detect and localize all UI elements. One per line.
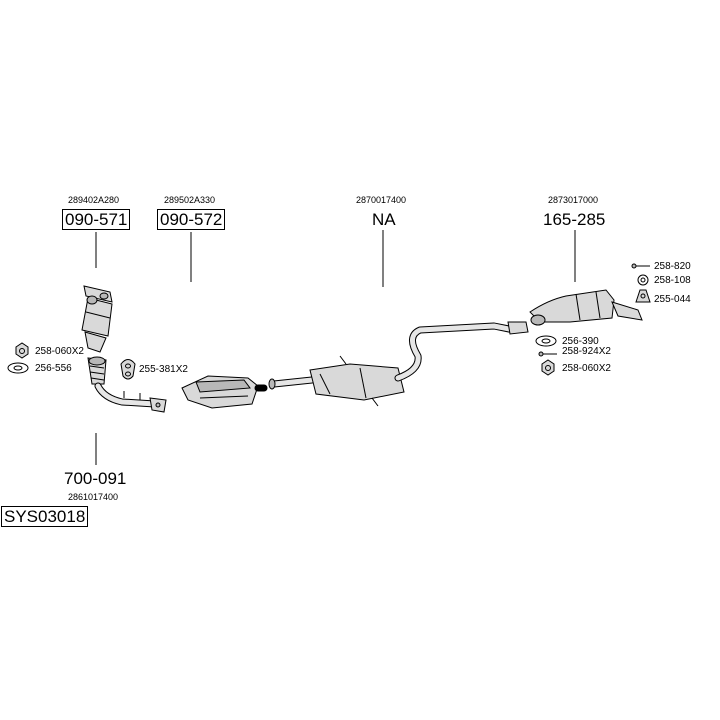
centre-silencer-part[interactable] <box>268 321 529 407</box>
oem-number: 2873017000 <box>548 195 599 205</box>
front-catalyst-part[interactable] <box>81 285 113 353</box>
oem-number: 2870017400 <box>356 195 407 205</box>
rubber-mount-icon <box>120 359 136 380</box>
part-number-box[interactable]: 090-572 <box>157 209 226 230</box>
rear-nut-icon <box>541 359 555 376</box>
accessory-label[interactable]: 256-556 <box>35 363 72 374</box>
accessory-label[interactable]: 255-381X2 <box>139 364 188 375</box>
accessory-label[interactable]: 258-820 <box>654 261 691 272</box>
accessory-label[interactable]: 258-924X2 <box>562 346 611 357</box>
accessory-label[interactable]: 258-060X2 <box>35 346 84 357</box>
rear-rubber-mount-icon <box>635 289 651 303</box>
part-number-box[interactable]: 090-571 <box>62 209 131 230</box>
accessory-label[interactable]: 258-108 <box>654 275 691 286</box>
accessory-label[interactable]: 255-044 <box>654 294 691 305</box>
rear-silencer-part[interactable] <box>529 289 643 326</box>
system-id-box: SYS03018 <box>1 506 89 527</box>
front-nut-icon <box>15 342 29 359</box>
oem-number: 289402A280 <box>68 195 120 205</box>
washer-icon <box>637 274 649 286</box>
front-pipe-part[interactable] <box>87 356 167 413</box>
rear-gasket-icon <box>535 335 557 347</box>
oem-number: 289502A330 <box>164 195 216 205</box>
oem-number: 2861017400 <box>68 492 119 502</box>
accessory-label[interactable]: 256-390 <box>562 336 599 347</box>
second-catalyst-part[interactable] <box>181 375 268 409</box>
part-number-label: NA <box>372 210 396 229</box>
accessory-label[interactable]: 258-060X2 <box>562 363 611 374</box>
front-gasket-icon <box>7 362 29 374</box>
part-number-label[interactable]: 700-091 <box>64 469 127 488</box>
part-number-label[interactable]: 165-285 <box>543 210 606 229</box>
